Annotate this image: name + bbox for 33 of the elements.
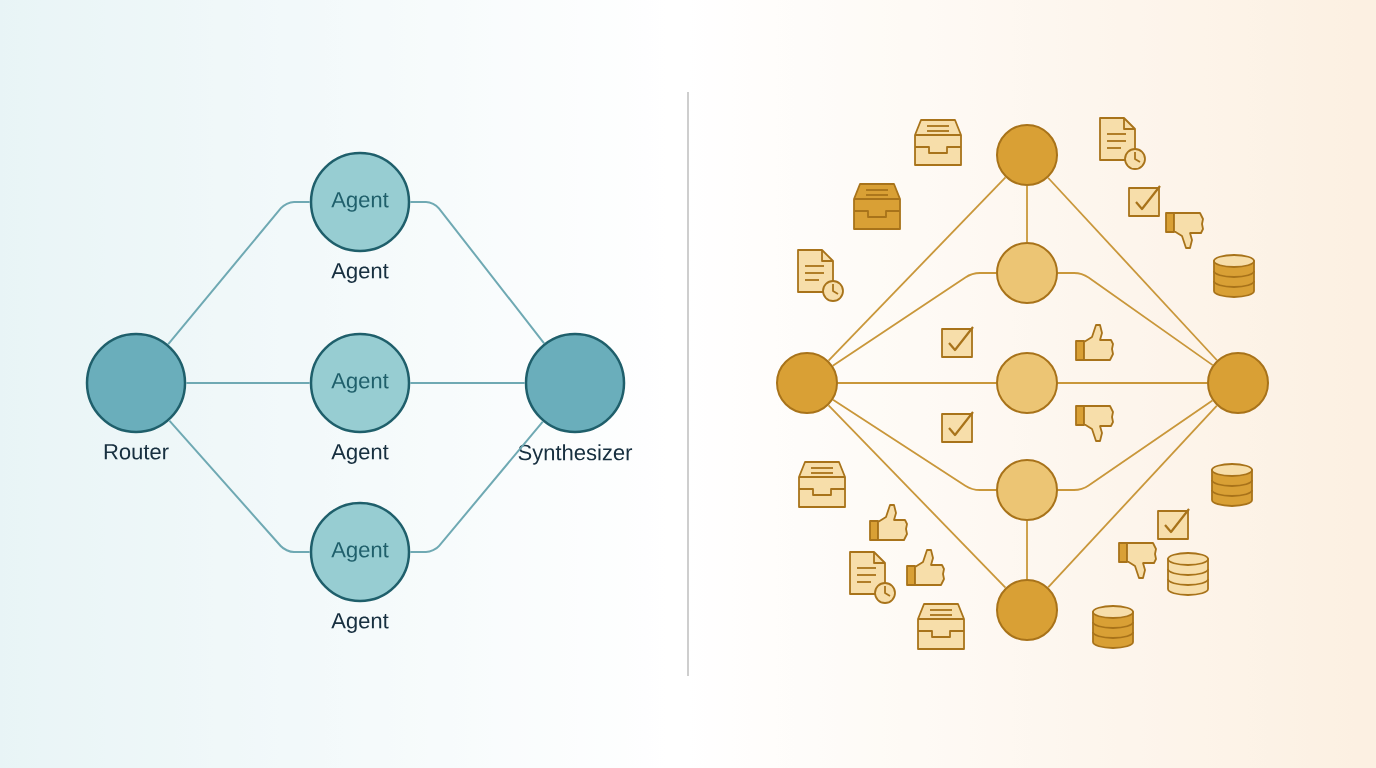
connector-line [832, 398, 997, 491]
circle-node [996, 352, 1058, 414]
connector-line [1047, 176, 1218, 362]
connector-line [827, 404, 1007, 589]
connector-line [167, 201, 311, 346]
circle-node [996, 459, 1058, 521]
circle-node [996, 579, 1058, 641]
circle-node [776, 352, 838, 414]
connector-line [837, 382, 997, 384]
connector-line [409, 201, 546, 345]
node-label: Synthesizer [518, 444, 633, 465]
circle-node [996, 124, 1058, 186]
connector-line [1026, 185, 1028, 243]
node-label: Router [104, 444, 169, 460]
connector-line [1047, 404, 1218, 589]
connector-line [827, 176, 1007, 362]
node-label: Agent [331, 444, 389, 464]
circle-node: Agent [309, 501, 411, 603]
connector-line [185, 382, 311, 384]
circle-node [1207, 352, 1269, 414]
connector-line [1057, 382, 1208, 384]
connector-line [409, 420, 544, 553]
connector-line [1057, 399, 1214, 491]
circle-node: Agent [309, 151, 411, 253]
circle-node: Agent [309, 332, 411, 434]
node-label: Agent [331, 263, 389, 283]
circle-node [996, 242, 1058, 304]
connector-line [1057, 272, 1214, 367]
connector-line [168, 419, 311, 553]
connector-line [831, 272, 997, 367]
connector-line [409, 382, 526, 384]
connector-line [1026, 520, 1028, 580]
node-label: Agent [331, 613, 389, 633]
